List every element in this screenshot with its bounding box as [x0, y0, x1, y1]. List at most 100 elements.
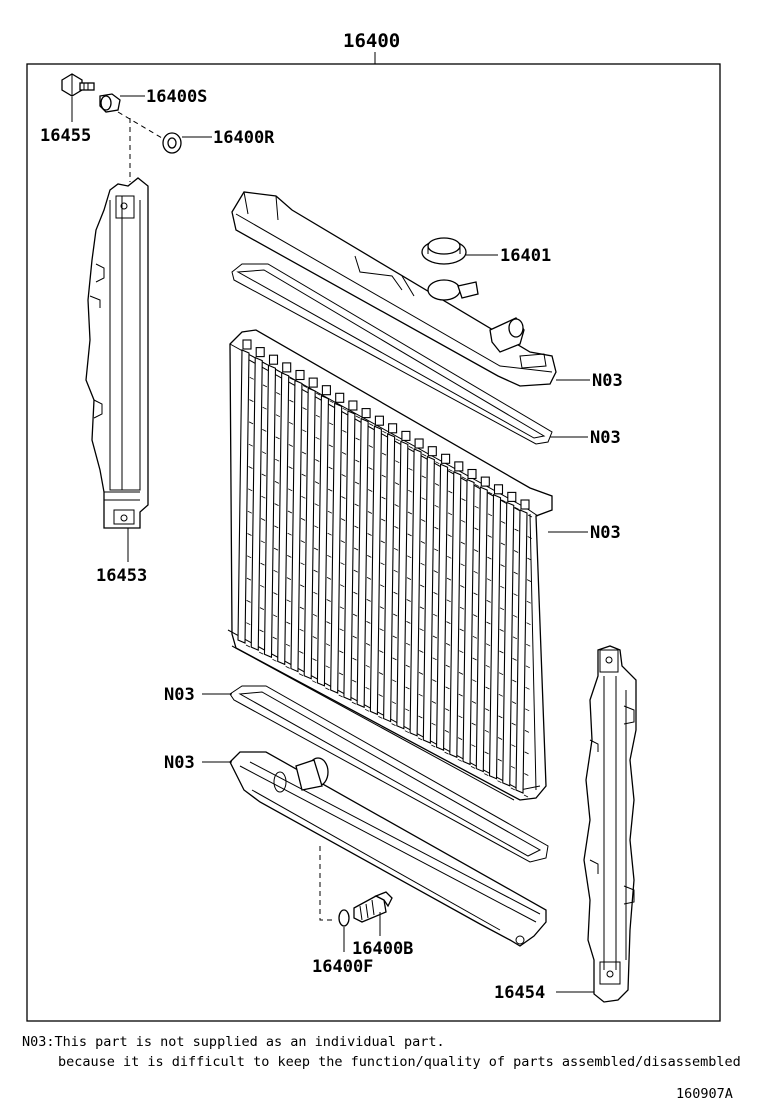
core-fin [460, 541, 466, 545]
core-header-tab [268, 354, 279, 365]
core-fin [395, 438, 400, 442]
assembly-frame [26, 63, 721, 1022]
core-tube [277, 372, 290, 666]
core-fin [420, 584, 425, 588]
core-header-tab [493, 484, 504, 495]
core-tube [488, 493, 502, 780]
core-fin [393, 613, 398, 617]
core-fin [457, 737, 463, 740]
core-fin [501, 521, 506, 524]
core-fin [394, 526, 399, 529]
core-fin [484, 773, 489, 776]
core-fin [473, 570, 478, 574]
core-header-tab [467, 468, 477, 480]
left-support-part [85, 177, 149, 529]
core-header-tab [388, 423, 398, 434]
core-fin [248, 466, 253, 469]
core-fin [486, 600, 491, 603]
core-fin [471, 701, 477, 704]
core-fin [312, 636, 317, 639]
plug-gasket-dashed-line [117, 111, 163, 139]
core-fin [434, 504, 439, 508]
core-fin [316, 392, 321, 396]
core-fin [368, 489, 373, 492]
core-fin [325, 643, 331, 647]
core-fin [274, 503, 279, 506]
core-fin [405, 686, 410, 690]
core-fin [404, 730, 410, 734]
core-fin [513, 614, 518, 618]
core-fin [352, 657, 357, 661]
core-fin [260, 562, 265, 566]
core-fin [274, 481, 280, 484]
core-fin [485, 643, 491, 647]
core-fin [289, 377, 294, 381]
core-fin [391, 723, 396, 726]
core-fin [340, 562, 345, 566]
core-fin [420, 562, 425, 566]
core-fin [326, 599, 331, 602]
core-fin [407, 533, 412, 537]
core-fin [405, 708, 410, 712]
core-fin [497, 737, 503, 740]
core-fin [498, 672, 504, 676]
drain-cock-dashed-line [319, 846, 336, 921]
core-fin [434, 526, 439, 530]
core-fin [340, 584, 345, 588]
core-fin [313, 547, 319, 551]
core-fin [484, 751, 489, 755]
core-fin [447, 512, 453, 516]
core-fin [527, 514, 533, 518]
core-fin [526, 622, 531, 626]
core-fin [391, 701, 397, 705]
core-fin [286, 621, 291, 625]
drain-gasket-part [162, 132, 182, 154]
core-fin [418, 693, 423, 697]
core-fin [365, 664, 370, 668]
core-tube [515, 509, 528, 794]
core-fin [302, 385, 308, 388]
core-fin [328, 444, 333, 448]
core-fin [273, 569, 278, 573]
core-fin [326, 577, 332, 580]
core-fin [381, 452, 387, 456]
core-fin [286, 577, 292, 580]
core-fin [406, 577, 412, 580]
core-fin [444, 751, 449, 755]
core-fin [272, 658, 277, 662]
core-fin [392, 679, 397, 683]
core-fin [484, 729, 490, 733]
core-fin [341, 496, 346, 499]
core-fin [302, 407, 307, 410]
core-fin [501, 499, 506, 503]
core-tube [396, 440, 409, 730]
core-fin [354, 525, 359, 529]
core-fin [355, 415, 361, 419]
core-fin [314, 481, 320, 484]
core-fin [366, 621, 371, 624]
core-fin [379, 606, 385, 610]
core-header-tab [295, 369, 305, 381]
core-fin [526, 643, 531, 647]
core-fin [473, 614, 478, 617]
core-fin [460, 585, 465, 588]
drain-cock-plug-label: 16400B [352, 939, 413, 959]
core-fin [246, 577, 252, 581]
core-fin [471, 722, 476, 726]
radiator-core-fins [245, 354, 533, 798]
core-fin [499, 629, 504, 632]
core-fin [355, 459, 360, 463]
core-fin [431, 744, 436, 748]
core-fin [368, 423, 374, 426]
core-fin [448, 490, 453, 494]
core-fin [249, 399, 254, 402]
core-header-tab [335, 392, 345, 403]
core-fin [406, 621, 411, 624]
drain-cock-plug-part [353, 891, 393, 923]
lower-tank-label: N03 [164, 753, 195, 773]
core-fin [300, 540, 305, 543]
core-fin [527, 557, 532, 561]
core-fin [379, 650, 384, 653]
core-fin [380, 540, 385, 544]
core-fin [259, 607, 265, 610]
